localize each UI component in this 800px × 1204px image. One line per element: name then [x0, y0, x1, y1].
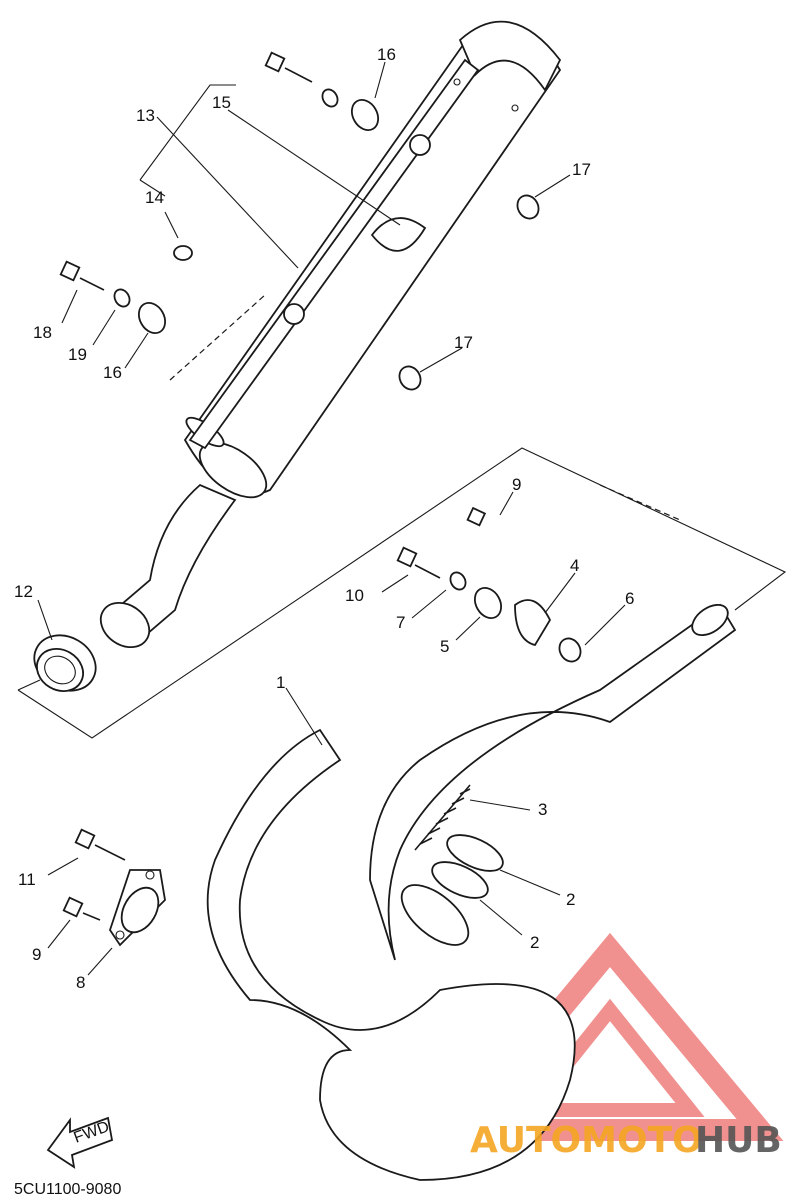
- callout-15: 15: [212, 93, 231, 112]
- damper-left: [137, 302, 167, 334]
- damper-top: [350, 99, 380, 131]
- callout-2a: 2: [566, 890, 575, 909]
- callout-16b: 16: [103, 363, 122, 382]
- callout-1: 1: [276, 673, 285, 692]
- screw-14: [173, 245, 193, 261]
- logo-text-automoto: AUTOMOTO: [470, 1120, 703, 1161]
- bolt-top: [264, 51, 313, 83]
- o-rings: [431, 834, 504, 899]
- washer-left: [113, 288, 131, 308]
- collar-6: [558, 637, 582, 663]
- callout-14: 14: [145, 188, 164, 207]
- damper-5: [473, 587, 503, 619]
- callout-4: 4: [570, 556, 579, 575]
- exhaust-flange: [109, 869, 166, 947]
- callout-9b: 9: [32, 945, 41, 964]
- bolt-9-bottom: [62, 896, 101, 921]
- bracket-4: [514, 599, 552, 647]
- callout-5: 5: [440, 637, 449, 656]
- watermark-logo-text: AUTOMOTO HUB: [470, 1120, 782, 1161]
- logo-text-hub: HUB: [695, 1120, 782, 1161]
- diagram-code: 5CU1100-9080: [14, 1181, 121, 1198]
- muffler: [183, 20, 562, 499]
- callout-19: 19: [68, 345, 87, 364]
- callout-9a: 9: [512, 475, 521, 494]
- bolt-left: [59, 260, 105, 291]
- washer-top: [321, 88, 339, 108]
- callout-8: 8: [76, 973, 85, 992]
- fwd-arrow: FWD: [46, 1116, 114, 1169]
- callout-labels: 1 2 2 3 4 5 6 7 8 9 9 10 11 12 13 14 15 …: [14, 45, 634, 992]
- bolt-9-top: [466, 506, 487, 527]
- exhaust-header-pipe: [206, 603, 737, 1181]
- callout-6: 6: [625, 589, 634, 608]
- muffler-inlet-pipe: [99, 483, 237, 649]
- group-frame-lines: [17, 84, 787, 739]
- callout-2b: 2: [530, 933, 539, 952]
- callout-3: 3: [538, 800, 547, 819]
- collar-mid: [398, 365, 422, 391]
- fasteners: [59, 51, 582, 921]
- callout-12: 12: [14, 582, 33, 601]
- gasket-ring: [33, 634, 97, 692]
- spring: [414, 784, 471, 851]
- bolt-11: [74, 828, 126, 861]
- callout-11: 11: [18, 870, 36, 889]
- leader-lines: [37, 61, 626, 976]
- callout-18: 18: [33, 323, 52, 342]
- bolt-10: [396, 546, 441, 579]
- collar-top: [516, 194, 540, 220]
- callout-17a: 17: [572, 160, 591, 179]
- callout-10: 10: [345, 586, 364, 605]
- callout-7: 7: [396, 613, 405, 632]
- washer-7: [449, 571, 467, 591]
- callout-17b: 17: [454, 333, 473, 352]
- callout-13: 13: [136, 106, 155, 125]
- callout-16a: 16: [377, 45, 396, 64]
